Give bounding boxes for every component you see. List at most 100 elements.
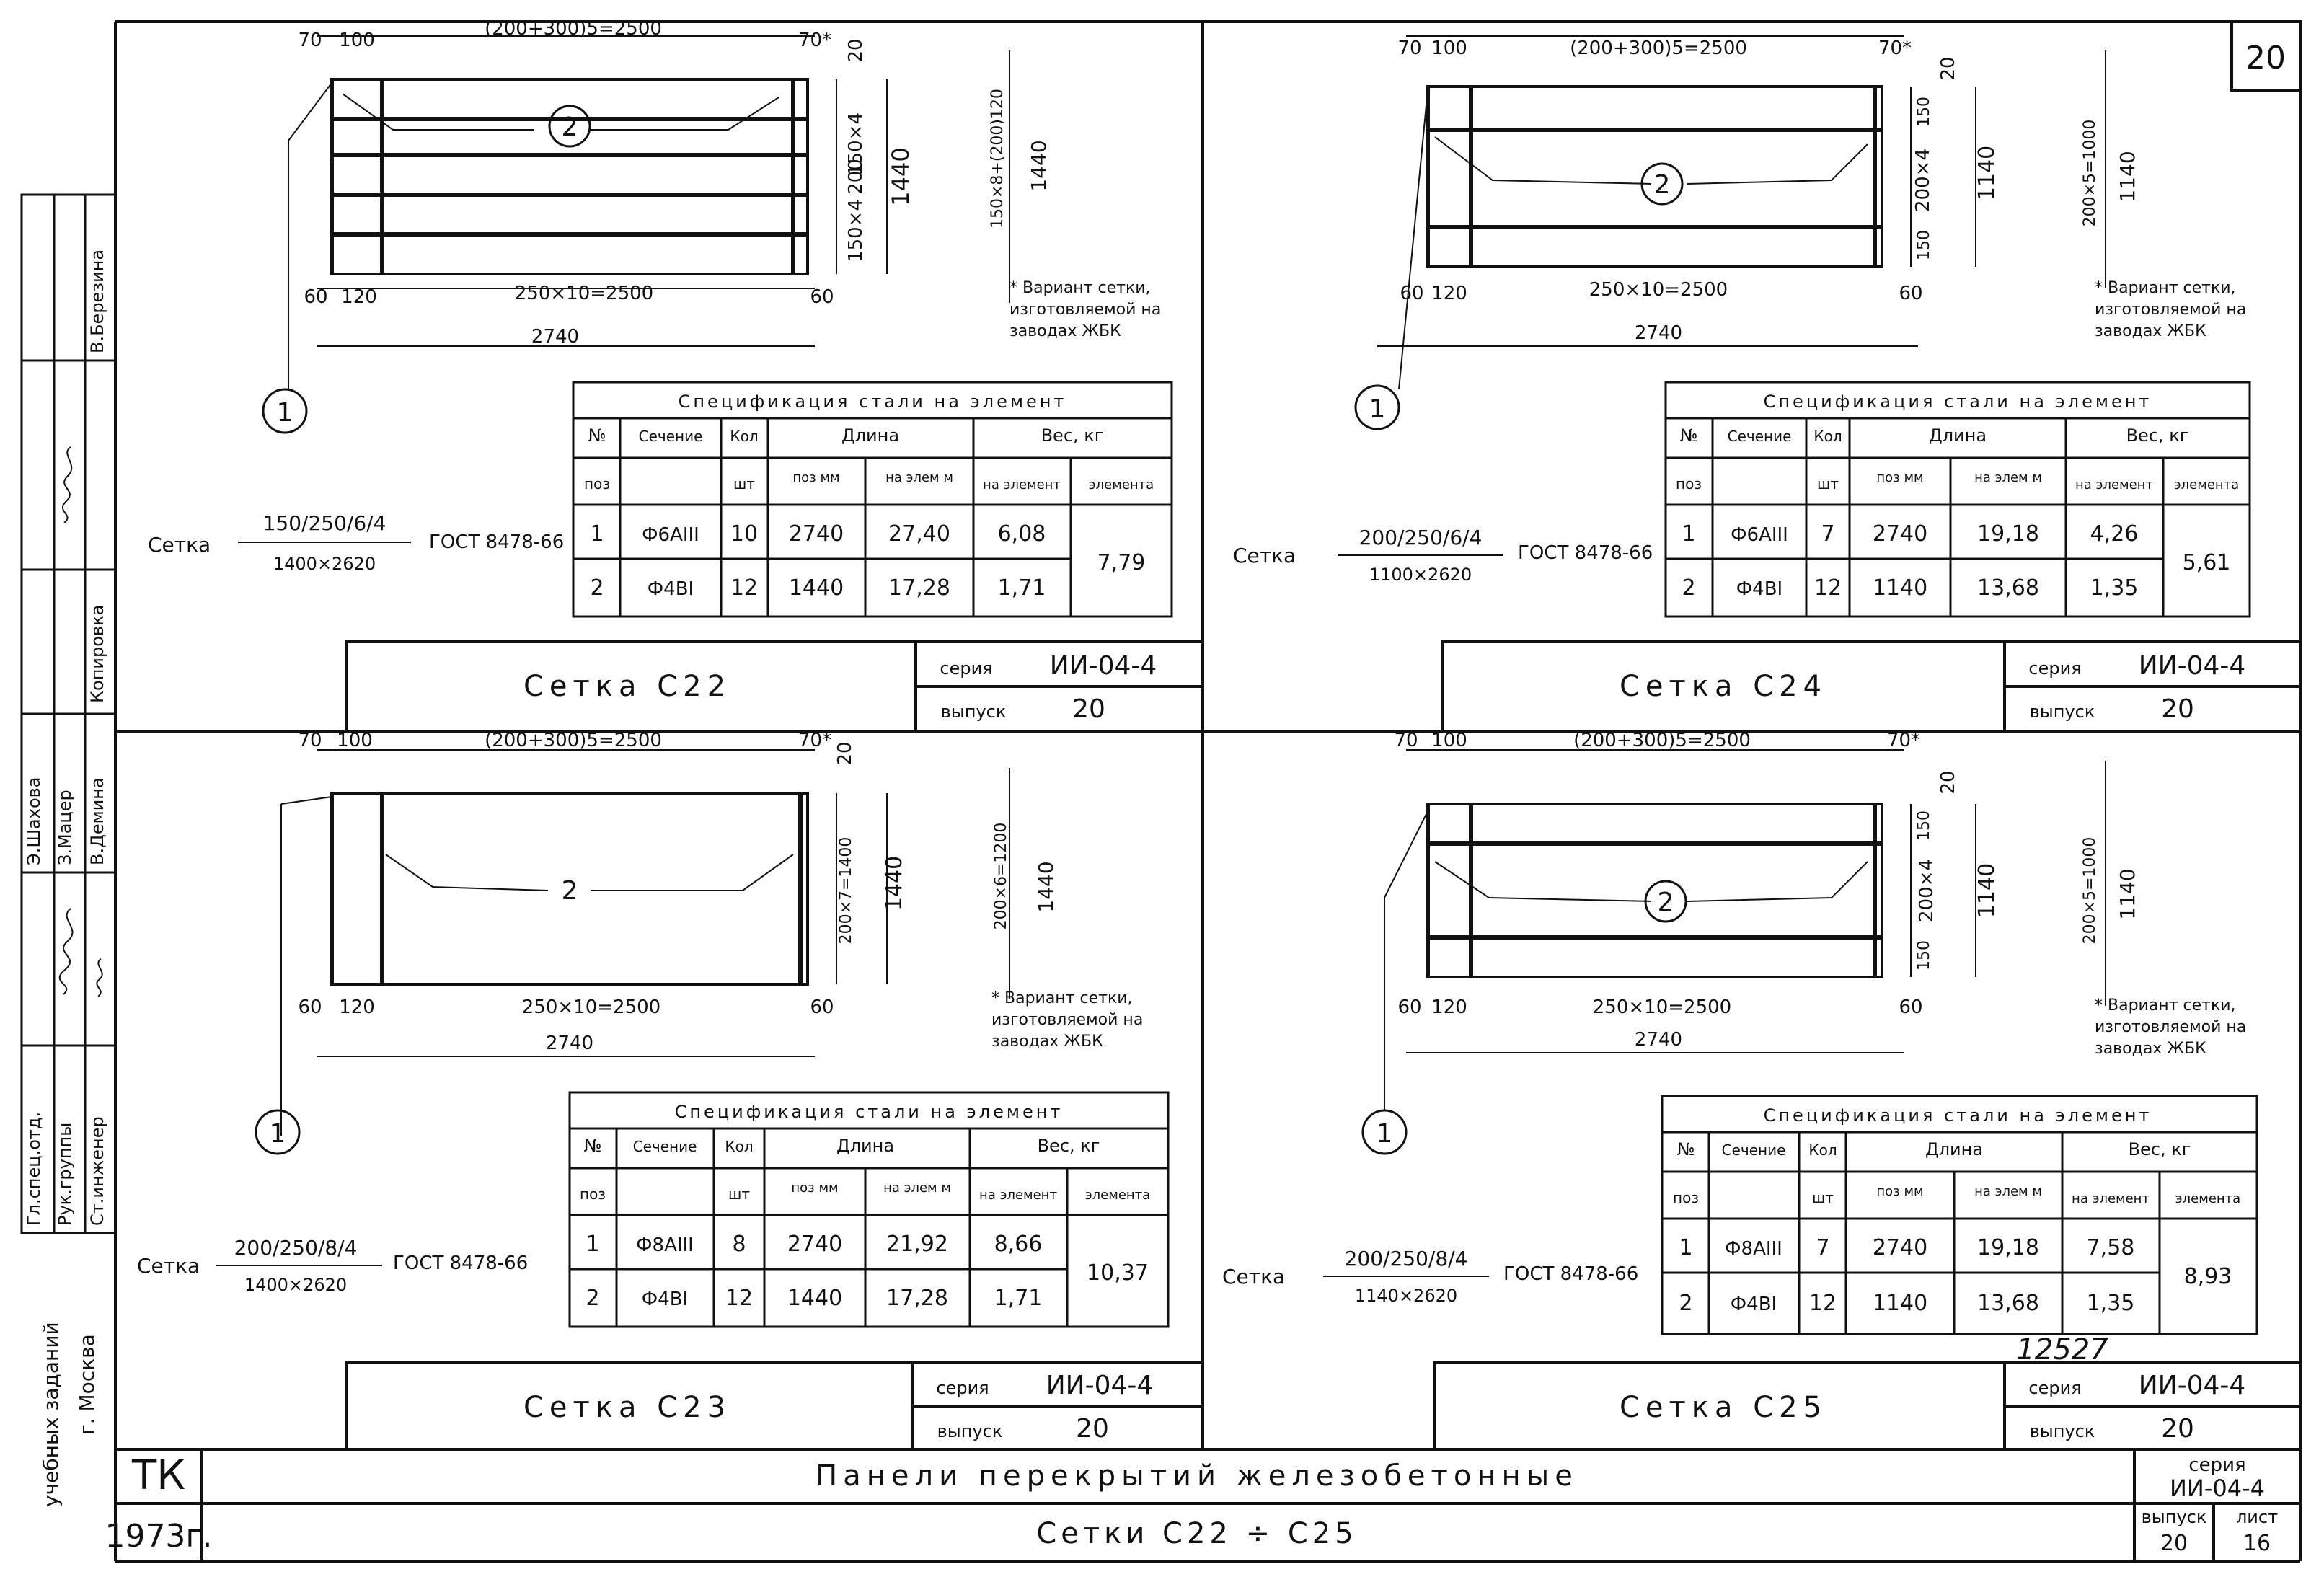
common-col-weight: Вес, кг: [2129, 1139, 2191, 1159]
common-col-length: Длина: [836, 1136, 894, 1156]
spec-table: Спецификация стали на элемент № поз Сече…: [572, 381, 1173, 618]
common-col-no: №: [584, 1136, 602, 1156]
vert-total: 1440: [887, 147, 914, 206]
panels-2-formula-top: 200/250/8/4: [234, 1236, 358, 1260]
spec-table: Спецификация стали на элемент № поз Сече…: [568, 1091, 1170, 1328]
panel-title-block: Сетка С22 серия ИИ-04-4 выпуск 20: [345, 640, 1204, 733]
ref-bubble-1: 1: [277, 398, 293, 428]
common-col-len-pos: поз мм: [1876, 470, 1923, 485]
panels-1-vert-alt-total: 1140: [2116, 151, 2139, 202]
common-series-label: серия: [2028, 658, 2081, 679]
dim-left2: 100: [339, 30, 375, 51]
panels-3-vert-3: 150: [1915, 940, 1933, 971]
common-col-section: Сечение: [633, 1138, 697, 1155]
panels-2-dim-right: 70*: [798, 730, 831, 751]
panels-1-rows-1-pos: 2: [1682, 575, 1695, 601]
common-col-w-pos: на элемент: [2075, 477, 2153, 492]
common-col-qty-unit: шт: [1812, 1189, 1834, 1206]
panels-3-issue: 20: [2161, 1414, 2194, 1444]
vert-2: 200: [845, 159, 867, 195]
common-mesh-word: Сетка: [137, 1254, 200, 1278]
copy-name: В.Березина: [87, 249, 107, 353]
footer-sheet-label: лист: [2236, 1507, 2278, 1527]
common-col-length: Длина: [841, 425, 899, 446]
panels-3-formula-top: 200/250/8/4: [1345, 1247, 1468, 1271]
common-col-qty-unit: шт: [728, 1185, 750, 1203]
common-col-w-pos: на элемент: [979, 1188, 1057, 1203]
common-col-pos: поз: [1673, 1189, 1699, 1206]
dim-total: 2740: [531, 326, 579, 348]
common-gost: ГОСТ 8478-66: [393, 1252, 528, 1274]
panels-2-dim-top: (200+300)5=2500: [485, 730, 662, 751]
dim-left: 70: [298, 30, 322, 51]
panels-2-dim-left: 70: [298, 730, 322, 751]
common-col-len-elem: на элем м: [885, 470, 953, 485]
vert-3: 150×4: [845, 199, 867, 262]
common-gost: ГОСТ 8478-66: [429, 531, 564, 553]
panels-2-vert-alt: 200×6=1200: [992, 823, 1010, 930]
common-col-pos: поз: [584, 475, 610, 492]
common-col-qty: Кол: [1808, 1141, 1837, 1159]
panel-series: ИИ-04-4: [1050, 651, 1157, 681]
row2-len-elem: 17,28: [888, 575, 950, 601]
variant-note: * Вариант сетки, изготовляемой на завода…: [1009, 279, 1162, 340]
panels-3-vert-total: 1140: [1974, 863, 2000, 918]
common-issue-label: выпуск: [937, 1421, 1003, 1441]
common-ref2: 2: [562, 876, 578, 906]
panels-1-issue: 20: [2161, 694, 2194, 724]
common-mesh-word: Сетка: [1233, 544, 1296, 567]
vert-alt: 150×8+(200)120: [989, 89, 1007, 229]
row2-pos: 2: [590, 575, 604, 601]
panels-1-formula-top: 200/250/6/4: [1359, 526, 1483, 549]
common-spec-title: Спецификация стали на элемент: [1764, 392, 2152, 412]
common-spec-title: Спецификация стали на элемент: [1764, 1105, 2152, 1126]
common-ref1: 1: [1369, 394, 1386, 424]
panels-3-total-weight: 8,93: [2184, 1264, 2232, 1289]
common-col-w-elem: элемента: [2175, 1191, 2240, 1206]
panels-3-note: * Вариант сетки, изготовляемой на завода…: [2095, 997, 2247, 1058]
panels-1-dim-top: (200+300)5=2500: [1570, 37, 1747, 59]
panels-3-series: ИИ-04-4: [2139, 1371, 2246, 1400]
sheet-frame: [114, 20, 2302, 1563]
panels-0-formula-bottom: 1400×2620: [273, 554, 376, 574]
main-title: Панели перекрытий железобетонные: [816, 1459, 1578, 1493]
panels-1-rows-1-len-elem: 13,68: [1977, 575, 2039, 601]
panels-2-rows-1-pos: 2: [586, 1286, 599, 1311]
mesh-mark: Сетка 200/250/8/4 1140×2620 ГОСТ 8478-66: [1222, 1247, 1638, 1306]
signature: [58, 446, 103, 997]
dim-right: 70*: [798, 30, 831, 51]
total-weight: 7,79: [1097, 550, 1146, 575]
panels-1-dim-bl2: 120: [1431, 283, 1467, 304]
year-label: 1973г.: [105, 1518, 212, 1555]
panels-2-total-weight: 10,37: [1087, 1260, 1149, 1286]
panels-2-formula-bottom: 1400×2620: [244, 1275, 347, 1295]
panels-1-dim-left2: 100: [1431, 37, 1467, 59]
panels-3-dim-right: 70*: [1887, 730, 1920, 751]
row2-qty: 12: [730, 575, 758, 601]
panels-3-rows-0-w-pos: 7,58: [2087, 1235, 2135, 1260]
title-block: ТК 1973г. Панели перекрытий железобетонн…: [105, 1452, 2278, 1556]
panels-1-rows-0-pos: 1: [1682, 521, 1695, 547]
panels-1-vert-20: 20: [1938, 56, 1959, 80]
panels-2-dim-total: 2740: [546, 1033, 593, 1054]
panels-2-rows-0-qty: 8: [732, 1232, 746, 1257]
common-col-len-pos: поз мм: [792, 470, 839, 485]
mesh-drawing: [1384, 749, 2106, 1110]
panels-3-vert-alt: 200×5=1000: [2081, 837, 2099, 945]
vert-1: 150×4: [845, 112, 867, 176]
common-spec-title: Спецификация стали на элемент: [679, 392, 1067, 412]
common-mesh-word: Сетка: [1222, 1265, 1285, 1289]
common-gost: ГОСТ 8478-66: [1518, 542, 1653, 564]
panels-1-rows-1-w-pos: 1,35: [2090, 575, 2139, 601]
panels-1-rows-0-qty: 7: [1821, 521, 1834, 547]
mesh-drawing: [1377, 35, 2106, 390]
common-issue-label: выпуск: [2030, 702, 2095, 722]
approval-strip: В.Березина Копировка Гл.спец.отд. Рук.гр…: [20, 193, 117, 1507]
panels-2-rows-0-len-elem: 21,92: [886, 1232, 948, 1257]
panels-1-dim-bottom: 250×10=2500: [1589, 279, 1728, 301]
footer-series: ИИ-04-4: [2170, 1475, 2265, 1502]
role-3: Ст.инженер: [87, 1116, 107, 1226]
institute-label: учебных заданий: [39, 1322, 63, 1507]
panels-0-formula-top: 150/250/6/4: [263, 511, 386, 535]
page-number: 20: [2245, 40, 2286, 76]
